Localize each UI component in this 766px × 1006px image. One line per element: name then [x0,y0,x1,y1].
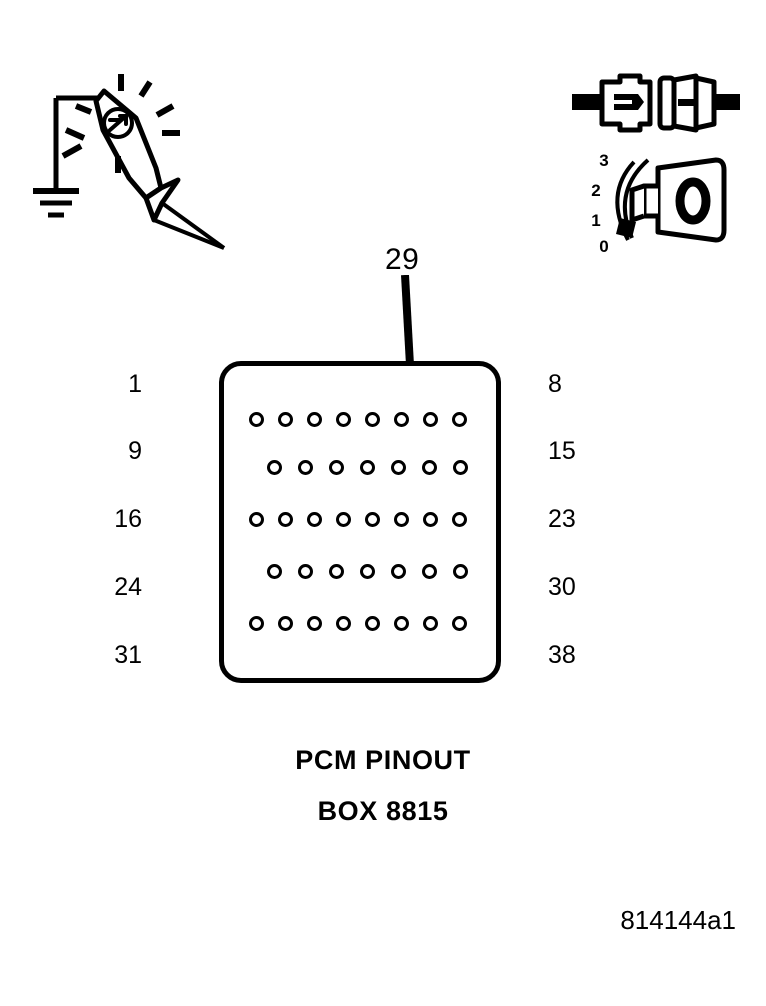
pin-5[interactable] [365,411,380,427]
pin-33[interactable] [307,615,322,631]
pin-16[interactable] [249,511,264,527]
callout-pin-number-29: 29 [385,243,420,276]
pin-3[interactable] [307,411,322,427]
row-end-label-38: 38 [548,641,576,669]
pin-15[interactable] [453,459,468,475]
pin-26[interactable] [329,563,344,579]
pin-row [219,509,531,529]
row-end-label-15: 15 [548,437,576,465]
pin-32[interactable] [278,615,293,631]
disconnected-connector-icon [572,68,740,138]
pin-row [219,409,531,429]
row-start-label-9: 9 [128,437,142,465]
pin-row-labels-right: 8 15 23 30 38 [548,361,608,683]
pin-14[interactable] [422,459,437,475]
pin-38[interactable] [452,615,467,631]
figure-caption-title: PCM PINOUT [295,745,471,775]
pin-35[interactable] [365,615,380,631]
pin-8[interactable] [452,411,467,427]
test-light-probe-icon [28,58,253,258]
pin-13[interactable] [391,459,406,475]
ignition-key-switch-icon: 3 2 1 0 [588,146,738,256]
pin-34[interactable] [336,615,351,631]
pin-row [219,457,549,477]
pin-21[interactable] [394,511,409,527]
row-end-label-8: 8 [548,370,562,398]
figure-id-label: 814144a1 [620,905,736,935]
key-position-label-1: 1 [591,211,600,230]
key-position-label-3: 3 [599,151,608,170]
key-position-label-0: 0 [599,237,608,256]
row-end-label-23: 23 [548,505,576,533]
pin-6[interactable] [394,411,409,427]
pin-7[interactable] [423,411,438,427]
pin-row [219,561,549,581]
pin-28[interactable] [391,563,406,579]
row-start-label-24: 24 [114,573,142,601]
row-start-label-16: 16 [114,505,142,533]
pin-30[interactable] [453,563,468,579]
pin-27[interactable] [360,563,375,579]
key-position-label-2: 2 [591,181,600,200]
figure-caption-subtitle: BOX 8815 [317,796,449,826]
pin-31[interactable] [249,615,264,631]
pin-2[interactable] [278,411,293,427]
pcm-pin-grid [219,361,501,683]
pin-36[interactable] [394,615,409,631]
pin-20[interactable] [365,511,380,527]
row-start-label-31: 31 [114,641,142,669]
pin-37[interactable] [423,615,438,631]
pin-17[interactable] [278,511,293,527]
pin-23[interactable] [452,511,467,527]
row-start-label-1: 1 [128,370,142,398]
pin-24[interactable] [267,563,282,579]
pin-12[interactable] [360,459,375,475]
pin-1[interactable] [249,411,264,427]
pin-row-labels-left: 1 9 16 24 31 [82,361,142,683]
pin-9[interactable] [267,459,282,475]
pin-19[interactable] [336,511,351,527]
pin-4[interactable] [336,411,351,427]
row-end-label-30: 30 [548,573,576,601]
pin-row [219,613,531,633]
pin-18[interactable] [307,511,322,527]
pin-11[interactable] [329,459,344,475]
pin-25[interactable] [298,563,313,579]
pin-10[interactable] [298,459,313,475]
pin-29[interactable] [422,563,437,579]
pin-22[interactable] [423,511,438,527]
